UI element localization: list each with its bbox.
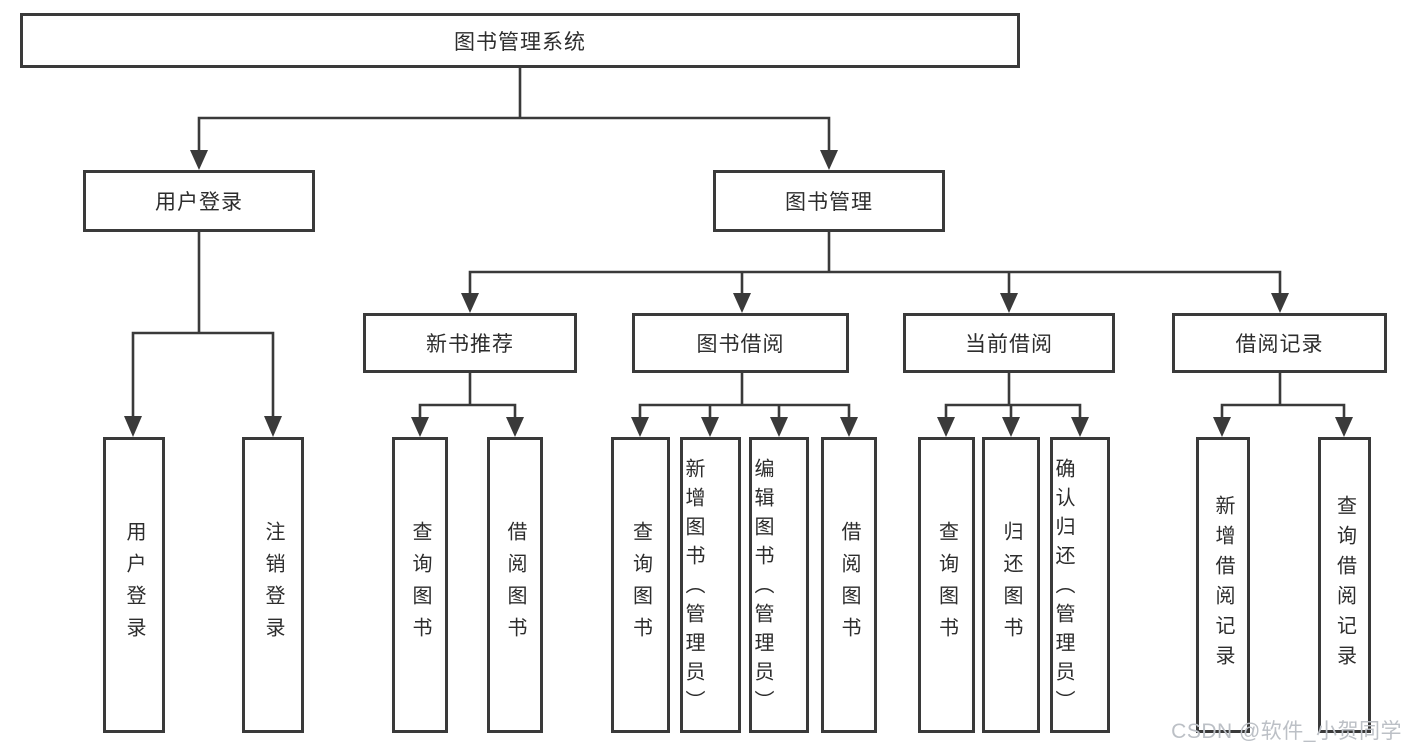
node-book-borrow: 图书借阅 bbox=[632, 313, 849, 373]
leaf-borrow-books-label: 借阅图书 bbox=[838, 521, 860, 649]
node-borrow-records-label: 借阅记录 bbox=[1235, 333, 1324, 356]
leaf-logout: 注销登录 bbox=[242, 437, 304, 733]
leaf-query-books-current-label: 查询图书 bbox=[935, 521, 958, 649]
leaf-confirm-return-admin: 确认归还（管理员） bbox=[1050, 437, 1110, 733]
leaf-query-books-recommend: 查询图书 bbox=[392, 437, 448, 733]
node-new-book-recommend-label: 新书推荐 bbox=[426, 333, 514, 356]
node-current-borrow: 当前借阅 bbox=[903, 313, 1115, 373]
leaf-query-books-recommend-label: 查询图书 bbox=[409, 521, 431, 649]
leaf-query-borrow-record: 查询借阅记录 bbox=[1318, 437, 1371, 733]
leaf-borrow-books-recommend-label: 借阅图书 bbox=[504, 521, 526, 649]
leaf-return-books: 归还图书 bbox=[982, 437, 1040, 733]
node-book-management-label: 图书管理 bbox=[785, 191, 873, 214]
leaf-add-books-admin: 新增图书（管理员） bbox=[680, 437, 741, 733]
node-current-borrow-label: 当前借阅 bbox=[965, 333, 1053, 356]
node-user-login-label: 用户登录 bbox=[155, 191, 243, 214]
leaf-add-books-admin-label: 新增图书（管理员） bbox=[682, 458, 704, 719]
leaf-user-login: 用户登录 bbox=[103, 437, 165, 733]
leaf-user-login-label: 用户登录 bbox=[123, 521, 145, 649]
leaf-query-borrow-record-label: 查询借阅记录 bbox=[1333, 495, 1356, 675]
node-borrow-records: 借阅记录 bbox=[1172, 313, 1387, 373]
leaf-logout-label: 注销登录 bbox=[262, 521, 284, 649]
leaf-query-books-borrow-label: 查询图书 bbox=[629, 521, 652, 649]
node-book-borrow-label: 图书借阅 bbox=[696, 333, 785, 356]
watermark-text: CSDN @软件_小贺同学 bbox=[1171, 720, 1402, 743]
leaf-add-borrow-record: 新增借阅记录 bbox=[1196, 437, 1250, 733]
node-user-login: 用户登录 bbox=[83, 170, 315, 232]
leaf-add-borrow-record-label: 新增借阅记录 bbox=[1212, 495, 1234, 675]
leaf-confirm-return-admin-label: 确认归还（管理员） bbox=[1052, 458, 1074, 719]
node-book-management: 图书管理 bbox=[713, 170, 945, 232]
leaf-query-books-borrow: 查询图书 bbox=[611, 437, 670, 733]
leaf-borrow-books-recommend: 借阅图书 bbox=[487, 437, 543, 733]
node-new-book-recommend: 新书推荐 bbox=[363, 313, 577, 373]
node-root-label: 图书管理系统 bbox=[454, 30, 586, 54]
leaf-edit-books-admin-label: 编辑图书（管理员） bbox=[751, 458, 773, 719]
leaf-borrow-books: 借阅图书 bbox=[821, 437, 877, 733]
leaf-return-books-label: 归还图书 bbox=[1000, 521, 1022, 649]
leaf-edit-books-admin: 编辑图书（管理员） bbox=[749, 437, 809, 733]
node-root: 图书管理系统 bbox=[20, 13, 1020, 68]
leaf-query-books-current: 查询图书 bbox=[918, 437, 975, 733]
